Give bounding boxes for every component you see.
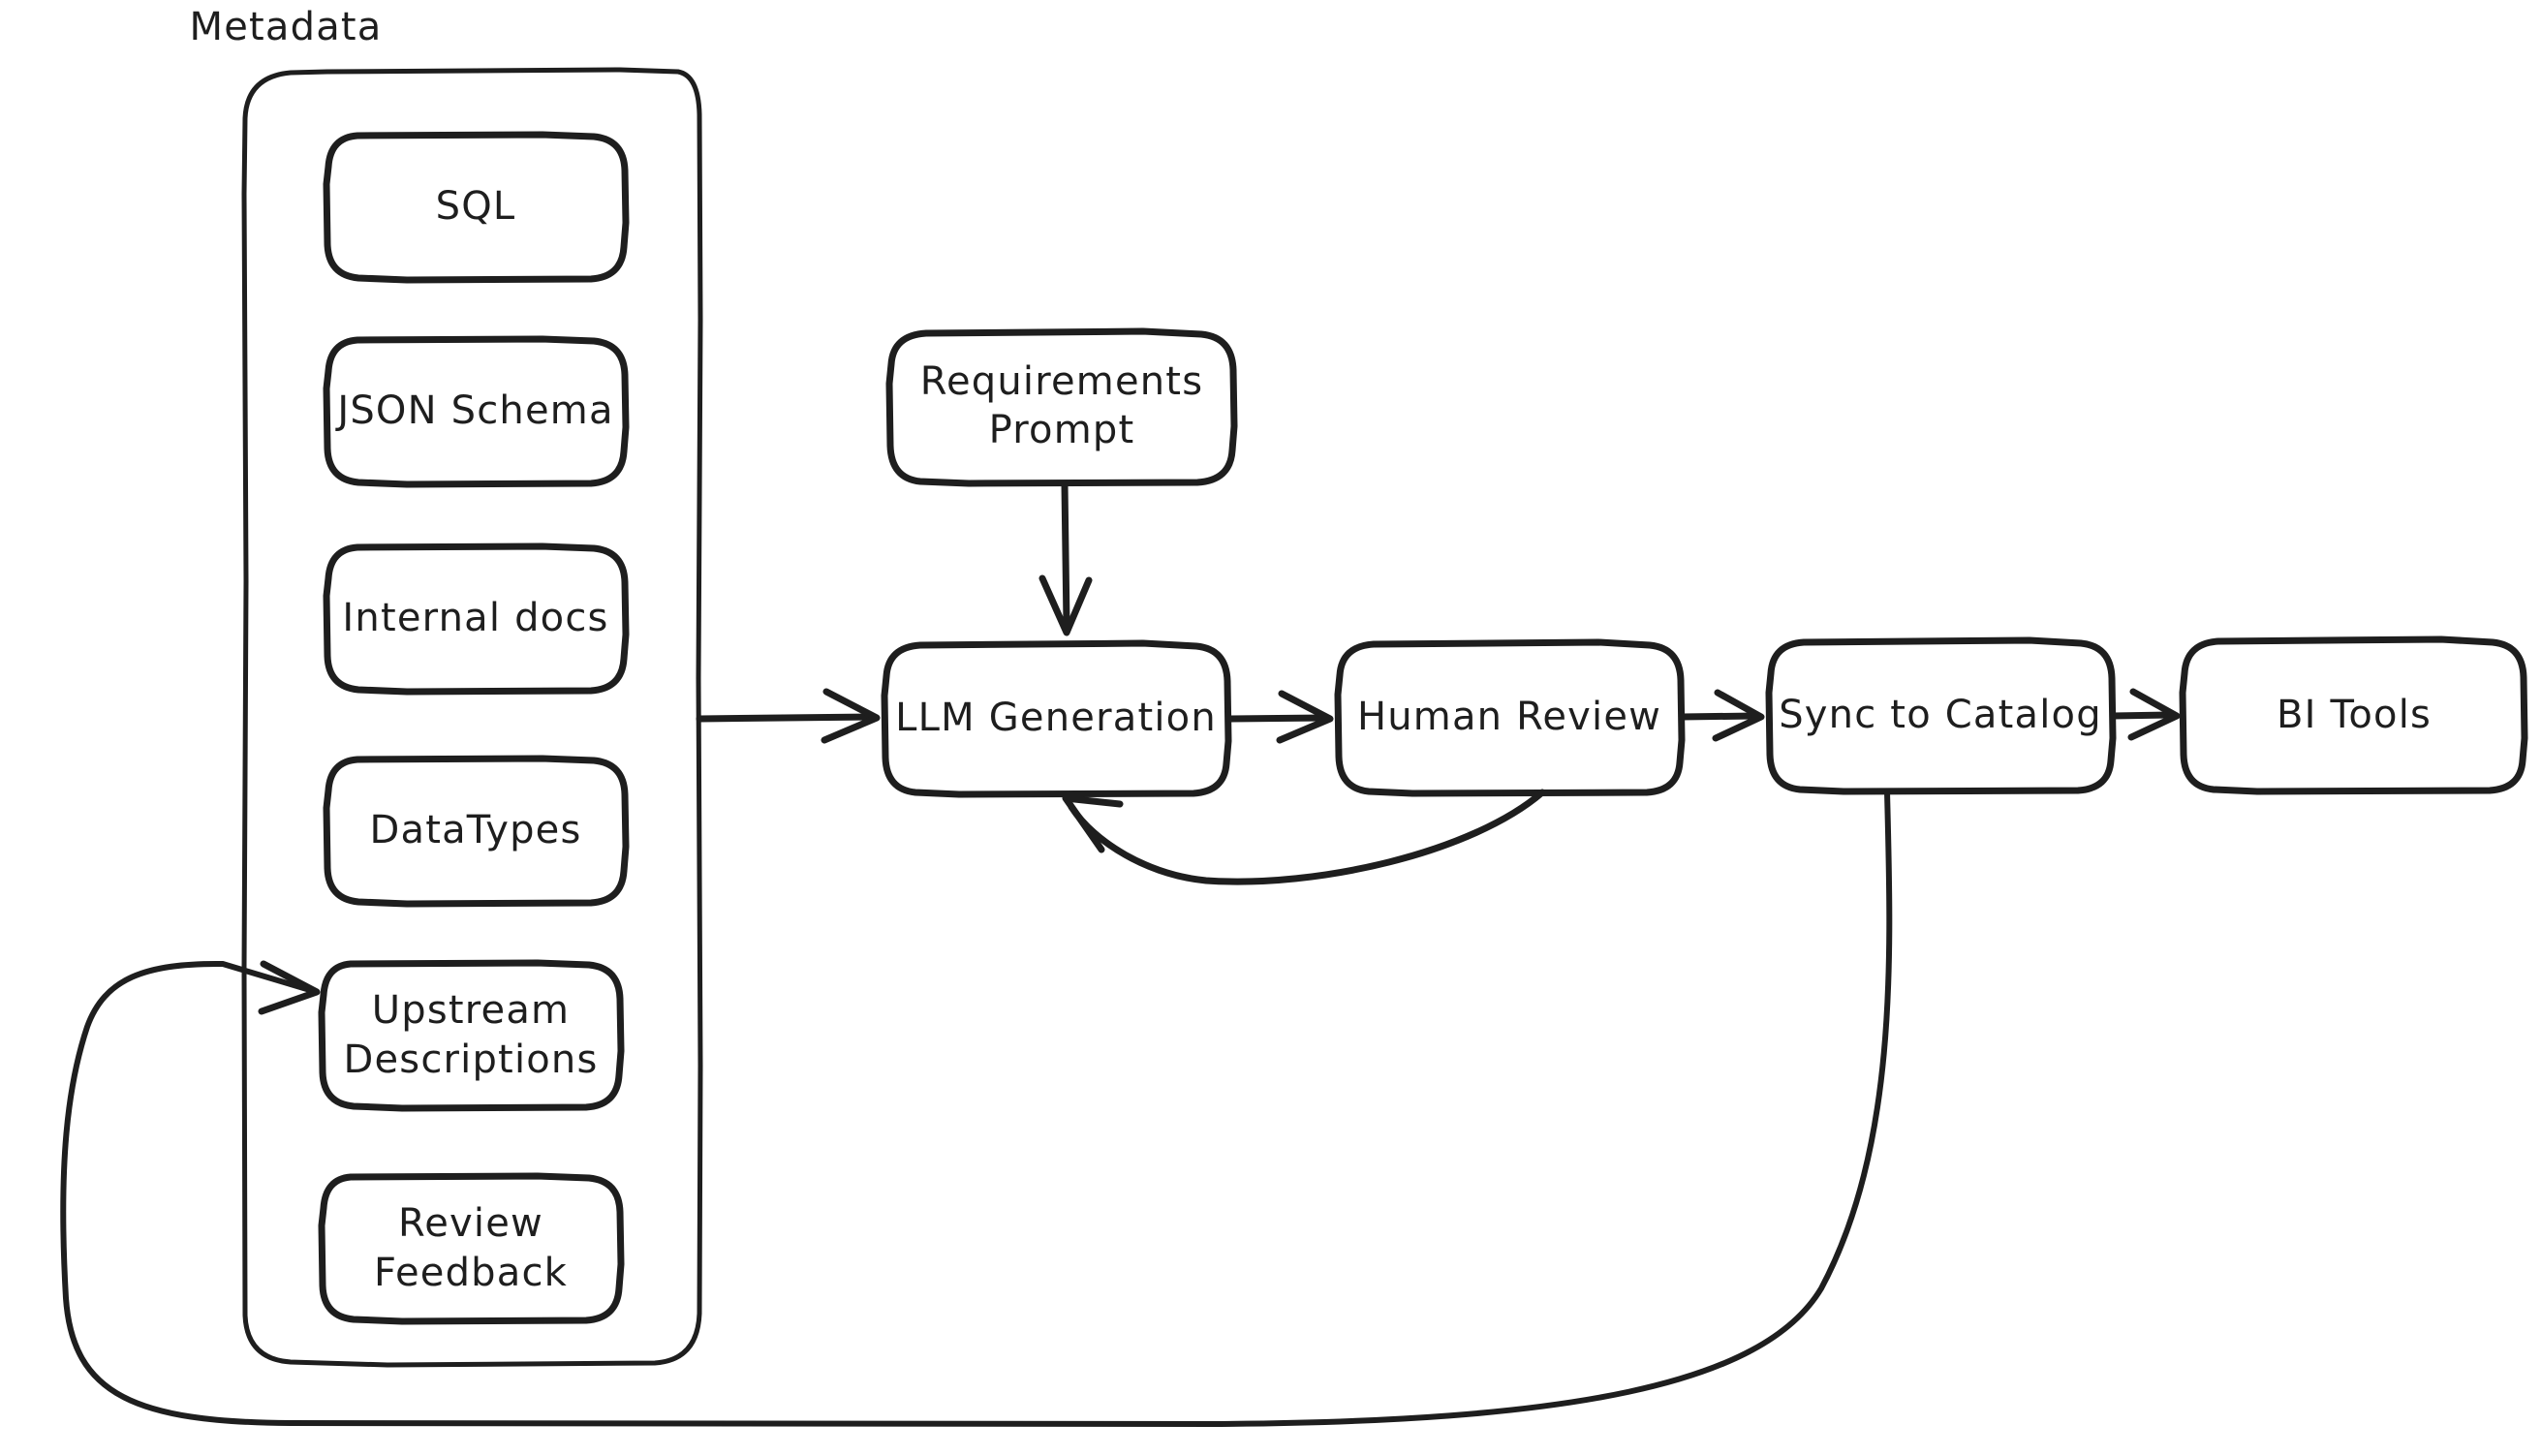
metadata-item-sql[interactable]: SQL: [323, 131, 630, 284]
review-feedback-box-label-line2: Feedback: [374, 1251, 568, 1295]
node-requirements-prompt[interactable]: Requirements Prompt: [885, 327, 1238, 487]
sync-to-catalog-box: [1765, 636, 2117, 795]
metadata-group-title: Metadata: [189, 5, 382, 49]
review-feedback-box-label-line1: Review: [398, 1201, 543, 1246]
human-review-box: [1334, 638, 1686, 797]
datatypes-box: [323, 755, 630, 908]
edge-metadata-to-llm-arrowhead: [821, 688, 881, 744]
json-schema-box: [323, 335, 630, 488]
requirements-prompt-label-line2: Prompt: [989, 408, 1135, 452]
edge-llm-to-review-line: [1224, 714, 1329, 723]
metadata-item-upstream-descriptions[interactable]: Upstream Descriptions: [318, 959, 625, 1112]
node-llm-generation[interactable]: LLM Generation: [881, 639, 1232, 798]
edge-catalog-to-upstream-loop: [60, 789, 1893, 1427]
upstream-descriptions-box-label-line2: Descriptions: [343, 1038, 598, 1082]
upstream-descriptions-box: [318, 959, 625, 1112]
edge-sync-to-bi-line: [2109, 711, 2174, 720]
sync-to-catalog-label: Sync to Catalog: [1779, 693, 2102, 737]
edge-review-feedback-loop: [1062, 789, 1546, 885]
edge-review-feedback-loop-curve: [1068, 789, 1546, 885]
edge-metadata-to-llm-line: [696, 713, 876, 723]
edge-review-feedback-loop-arrowhead: [1062, 794, 1124, 853]
metadata-item-datatypes[interactable]: DataTypes: [323, 755, 630, 908]
edge-review-to-sync: [1678, 689, 1765, 742]
human-review-label: Human Review: [1357, 695, 1661, 739]
metadata-item-internal-docs[interactable]: Internal docs: [323, 542, 630, 696]
internal-docs-box-label: Internal docs: [342, 596, 608, 640]
edge-metadata-to-llm: [696, 688, 881, 744]
metadata-group[interactable]: Metadata: [189, 5, 703, 1368]
edge-llm-to-review: [1224, 690, 1334, 744]
edge-review-to-sync-arrowhead: [1712, 689, 1765, 742]
edge-requirements-to-llm-line: [1061, 480, 1070, 629]
llm-generation-label: LLM Generation: [895, 696, 1217, 740]
metadata-item-review-feedback[interactable]: Review Feedback: [318, 1172, 625, 1325]
metadata-item-json-schema[interactable]: JSON Schema: [323, 335, 630, 488]
bi-tools-box: [2179, 635, 2528, 795]
metadata-group-outline: [241, 67, 703, 1368]
edge-requirements-to-llm: [1038, 480, 1093, 636]
node-human-review[interactable]: Human Review: [1334, 638, 1686, 797]
sql-box: [323, 131, 630, 284]
edge-sync-to-bi-arrowhead: [2127, 688, 2181, 741]
json-schema-box-label: JSON Schema: [334, 388, 613, 433]
node-sync-to-catalog[interactable]: Sync to Catalog: [1765, 636, 2117, 795]
edge-sync-to-bi: [2109, 688, 2181, 741]
edge-requirements-to-llm-arrowhead: [1038, 574, 1093, 636]
internal-docs-box: [323, 542, 630, 696]
requirements-prompt-box: [885, 327, 1238, 487]
edge-review-to-sync-line: [1678, 712, 1759, 721]
datatypes-box-label: DataTypes: [369, 808, 581, 852]
edge-catalog-to-upstream-loop-arrowhead: [258, 960, 321, 1015]
review-feedback-box: [318, 1172, 625, 1325]
llm-generation-box: [881, 639, 1232, 798]
requirements-prompt-label-line1: Requirements: [920, 359, 1204, 404]
edge-llm-to-review-arrowhead: [1276, 690, 1334, 744]
node-bi-tools[interactable]: BI Tools: [2179, 635, 2528, 795]
upstream-descriptions-box-label-line1: Upstream: [372, 988, 570, 1033]
sql-box-label: SQL: [436, 184, 516, 229]
edge-catalog-to-upstream-loop-curve: [60, 789, 1893, 1427]
bi-tools-label: BI Tools: [2277, 693, 2432, 737]
